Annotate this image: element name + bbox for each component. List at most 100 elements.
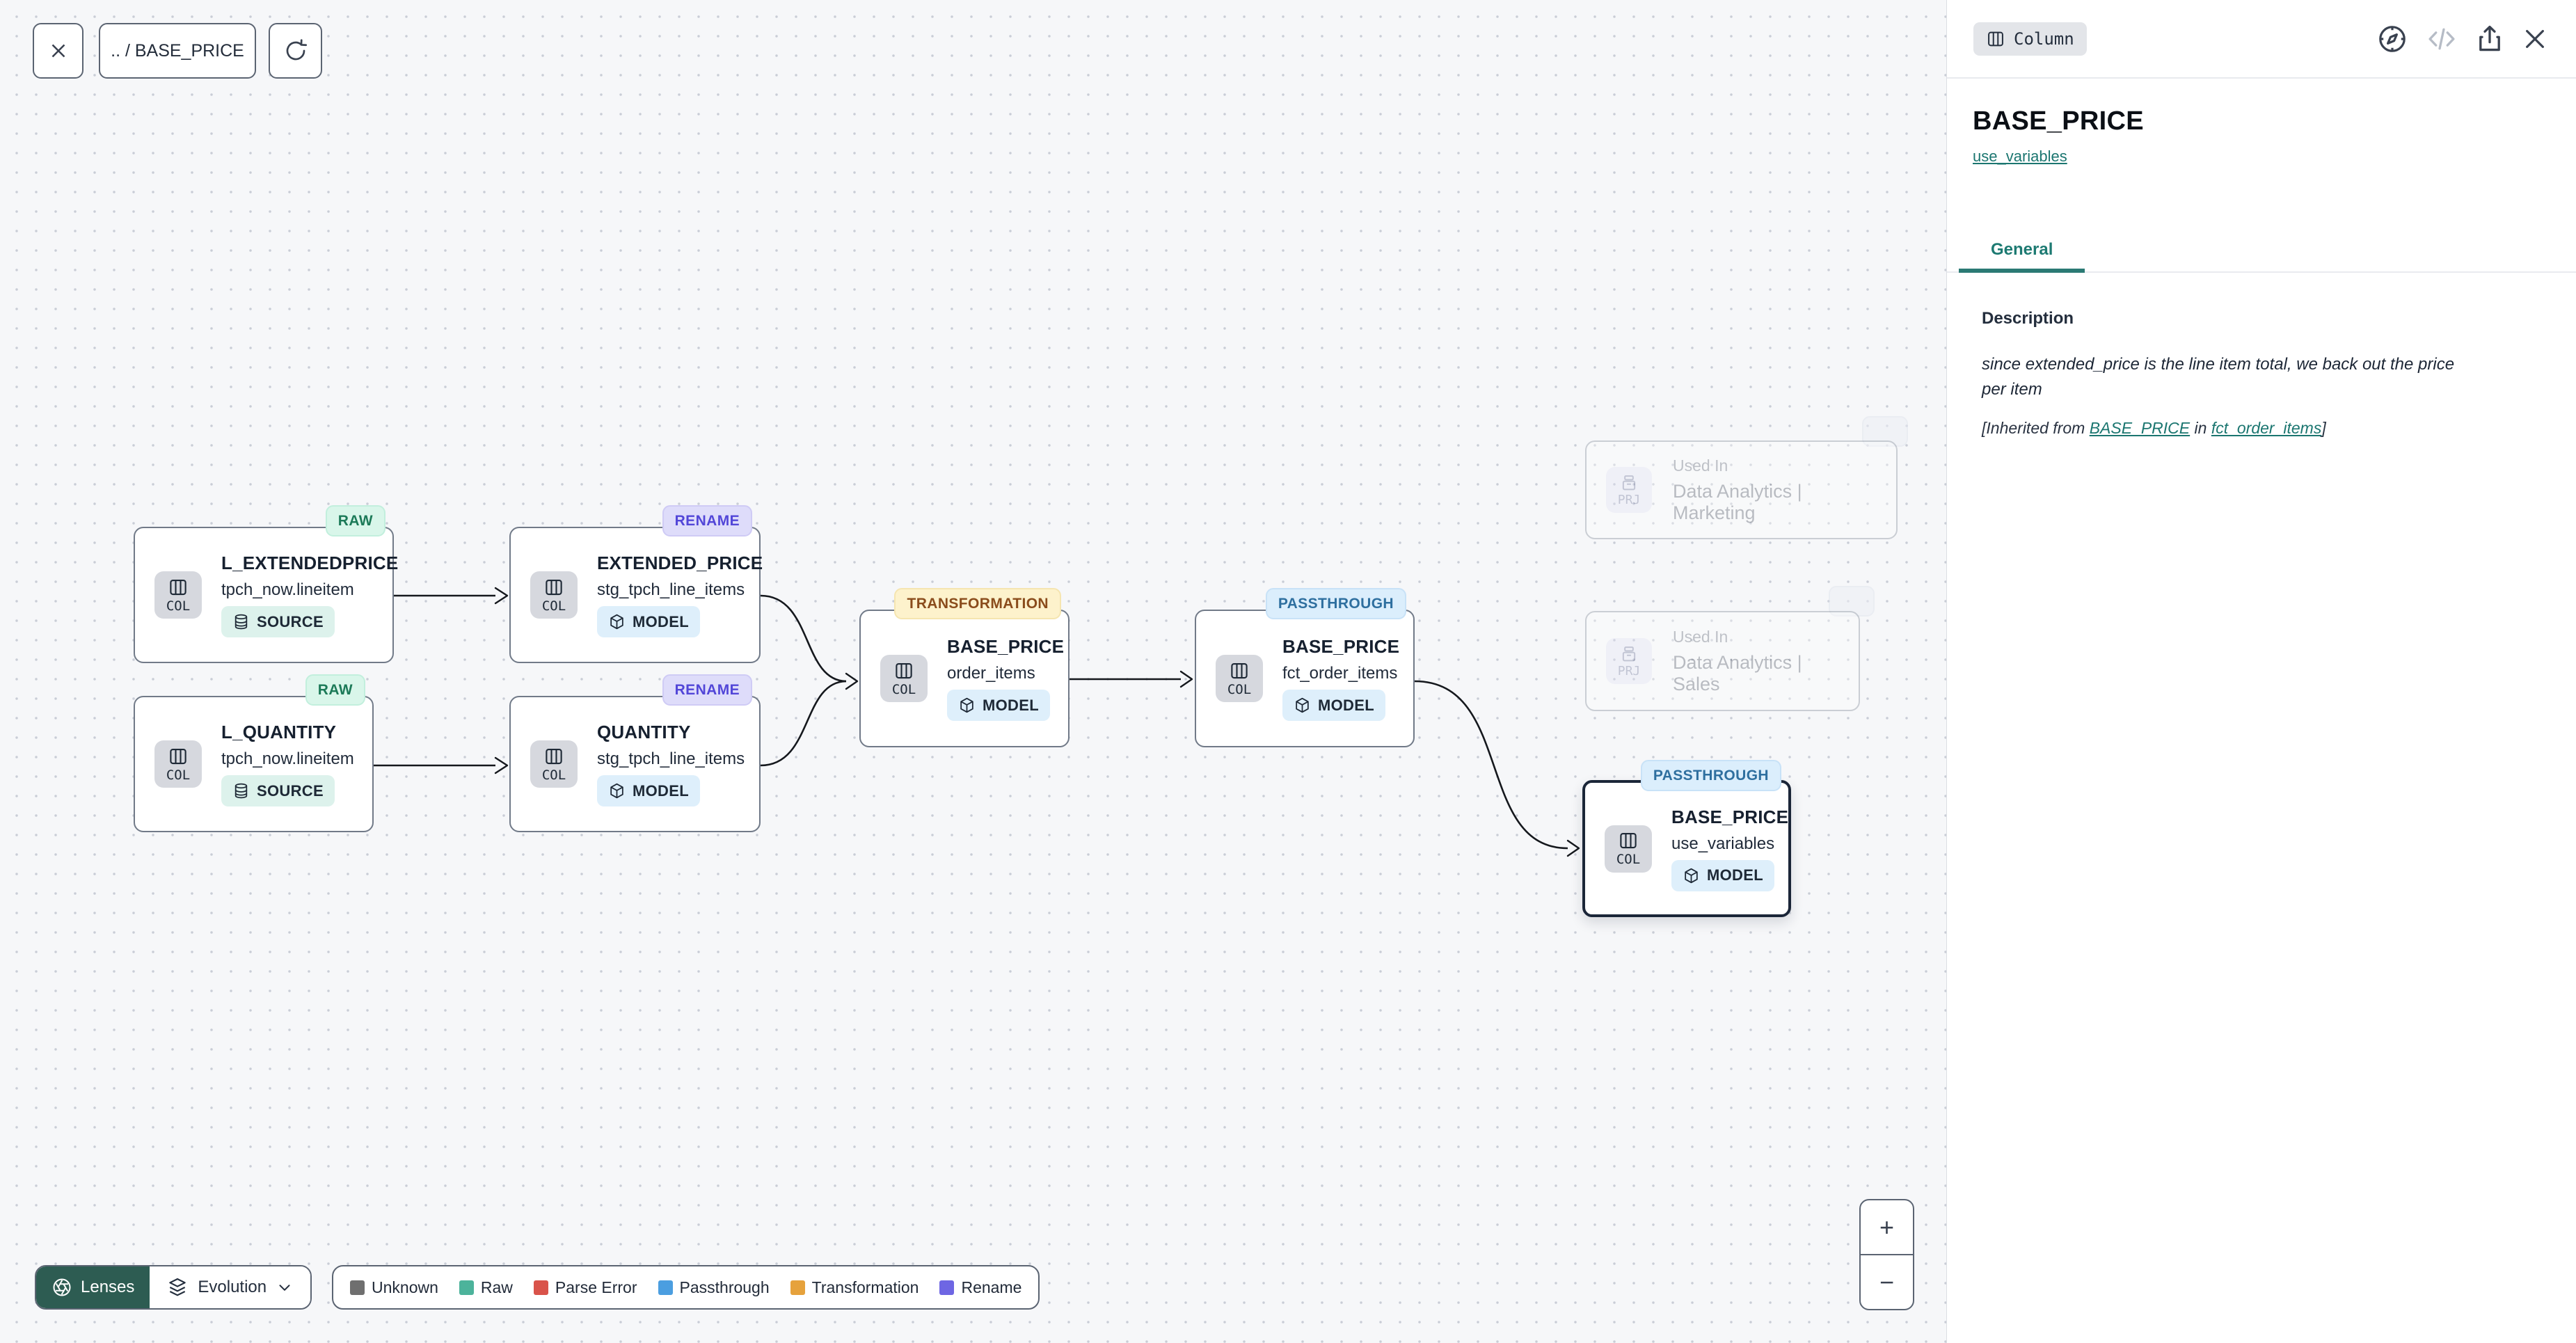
columns-icon — [170, 748, 186, 764]
legend-item: Transformation — [790, 1278, 919, 1297]
faded-badge — [1829, 586, 1875, 617]
aperture-icon — [53, 1278, 71, 1296]
node-used-in-marketing[interactable]: PRJ Used In Data Analytics | Marketing — [1585, 440, 1898, 539]
legend-swatch — [459, 1280, 474, 1295]
node-subtitle: use_variables — [1671, 834, 1775, 853]
columns-icon — [546, 579, 562, 595]
refresh-button[interactable] — [269, 23, 322, 79]
legend-item: Rename — [939, 1278, 1021, 1297]
inherited-column-link[interactable]: BASE_PRICE — [2089, 419, 2191, 437]
node-subtitle: order_items — [947, 664, 1035, 683]
node-l-extendedprice[interactable]: RAW COL L_EXTENDEDPRICE tpch_now.lineite… — [134, 505, 398, 663]
legend-item: Passthrough — [658, 1278, 770, 1297]
column-chip: COL — [154, 740, 202, 788]
node-used-in-sales[interactable]: PRJ Used In Data Analytics | Sales — [1585, 611, 1860, 711]
model-type-chip: MODEL — [1282, 690, 1385, 721]
cube-icon — [960, 697, 973, 713]
node-base-price-order-items[interactable]: TRANSFORMATION COL BASE_PRICE order_item… — [859, 588, 1070, 747]
node-base-price-fct-order-items[interactable]: PASSTHROUGH COL BASE_PRICE fct_order_ite… — [1195, 588, 1415, 747]
close-panel-button[interactable] — [2520, 24, 2550, 54]
description-text: since extended_price is the line item to… — [1982, 355, 2455, 399]
legend-swatch — [658, 1280, 673, 1295]
status-badge: RAW — [325, 505, 385, 537]
database-icon — [234, 783, 248, 799]
legend-swatch — [790, 1280, 805, 1295]
source-type-chip: SOURCE — [221, 775, 335, 806]
node-extended-price[interactable]: RENAME COL EXTENDED_PRICE stg_tpch_line_… — [509, 505, 763, 663]
status-badge: RENAME — [662, 674, 752, 706]
node-title: BASE_PRICE — [947, 636, 1065, 657]
used-in-label: Used In — [1673, 627, 1728, 646]
compass-icon — [2379, 25, 2406, 52]
close-canvas-button[interactable] — [33, 23, 84, 79]
columns-icon — [170, 579, 186, 595]
chevron-down-icon — [279, 1285, 290, 1291]
columns-icon — [1231, 662, 1248, 678]
model-type-chip: MODEL — [597, 775, 700, 806]
column-chip: COL — [530, 740, 578, 788]
model-type-chip: MODEL — [947, 690, 1050, 721]
stack-icon — [169, 1278, 186, 1296]
explore-button[interactable] — [2376, 22, 2409, 56]
inherited-model-link[interactable]: fct_order_items — [2211, 419, 2322, 437]
node-subtitle: stg_tpch_line_items — [597, 749, 745, 768]
project-icon — [1622, 475, 1636, 490]
refresh-icon — [286, 39, 307, 61]
model-type-chip: MODEL — [597, 606, 700, 637]
node-title: EXTENDED_PRICE — [597, 553, 763, 573]
description-heading: Description — [1982, 309, 2074, 328]
node-l-quantity[interactable]: RAW COL L_QUANTITY tpch_now.lineitem SOU… — [134, 674, 374, 832]
legend-item: Unknown — [350, 1278, 438, 1297]
cube-icon — [1685, 868, 1698, 883]
node-title: L_EXTENDEDPRICE — [221, 553, 399, 573]
columns-icon — [896, 662, 912, 678]
tab-general[interactable]: General — [1959, 230, 2085, 273]
faded-badge — [1862, 416, 1908, 447]
project-icon — [1622, 646, 1636, 661]
panel-tabs: General — [1947, 230, 2576, 273]
cube-icon — [1296, 697, 1309, 713]
code-button[interactable] — [2424, 24, 2459, 54]
details-panel: Column BASE_PRICE use_variables General … — [1946, 0, 2576, 1343]
node-subtitle: fct_order_items — [1282, 664, 1398, 683]
lens-dropdown[interactable]: Evolution — [150, 1266, 311, 1308]
database-icon — [234, 614, 248, 630]
status-badge: RAW — [305, 674, 365, 706]
lens-selector: Lenses Evolution — [35, 1265, 312, 1310]
columns-icon — [1988, 31, 2003, 46]
used-in-label: Used In — [1673, 456, 1728, 475]
lens-legend: Unknown Raw Parse Error Passthrough Tran… — [332, 1265, 1040, 1310]
columns-icon — [546, 748, 562, 764]
source-type-chip: SOURCE — [221, 606, 335, 637]
column-chip: COL — [880, 655, 928, 702]
breadcrumb[interactable]: .. / BASE_PRICE — [99, 23, 256, 79]
share-button[interactable] — [2474, 22, 2505, 56]
legend-swatch — [533, 1280, 548, 1295]
node-base-price-use-variables[interactable]: PASSTHROUGH COL BASE_PRICE use_variables… — [1582, 760, 1791, 917]
zoom-out-button[interactable]: − — [1879, 1267, 1895, 1296]
model-link[interactable]: use_variables — [1973, 148, 2067, 165]
used-in-name: Data Analytics | Sales — [1673, 651, 1802, 694]
column-chip: COL — [530, 571, 578, 619]
project-chip: PRJ — [1606, 638, 1652, 684]
node-title: QUANTITY — [597, 722, 691, 742]
node-quantity[interactable]: RENAME COL QUANTITY stg_tpch_line_items … — [509, 674, 761, 832]
zoom-in-button[interactable]: + — [1861, 1200, 1913, 1255]
inherited-note: [Inherited from BASE_PRICE in fct_order_… — [1982, 419, 2326, 437]
node-title: BASE_PRICE — [1282, 636, 1400, 657]
lineage-canvas[interactable]: .. / BASE_PRICE RAW COL L_EXTENDEDPRICE … — [0, 0, 1946, 1343]
used-in-name: Data Analytics | Marketing — [1673, 480, 1802, 523]
status-badge: PASSTHROUGH — [1265, 588, 1406, 619]
share-icon — [2479, 25, 2500, 51]
status-badge: TRANSFORMATION — [894, 588, 1061, 619]
page-title: BASE_PRICE — [1973, 106, 2144, 136]
panel-header: Column — [1947, 0, 2576, 79]
column-chip: COL — [1216, 655, 1263, 702]
node-subtitle: tpch_now.lineitem — [221, 749, 354, 768]
node-title: L_QUANTITY — [221, 722, 337, 742]
column-chip: COL — [154, 571, 202, 619]
lenses-button[interactable]: Lenses — [36, 1266, 150, 1308]
node-subtitle: stg_tpch_line_items — [597, 580, 745, 599]
model-type-chip: MODEL — [1671, 859, 1774, 891]
status-badge: PASSTHROUGH — [1640, 760, 1781, 791]
